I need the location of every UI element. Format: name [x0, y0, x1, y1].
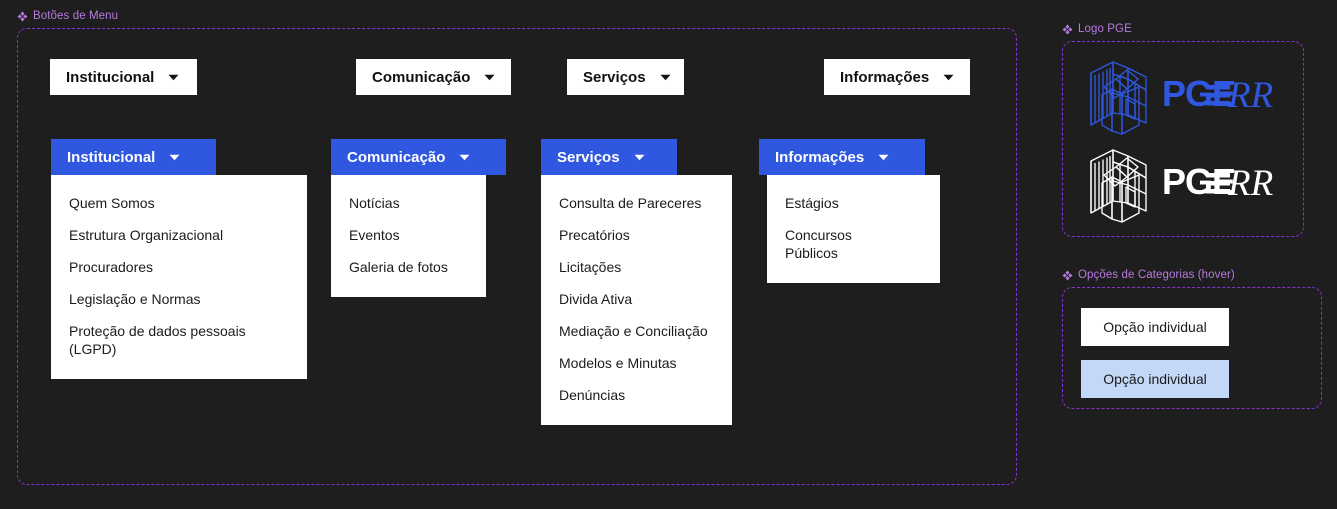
dropdown-item[interactable]: Divida Ativa — [559, 291, 633, 307]
logo-pge-blue: PGE RR — [1082, 57, 1280, 140]
dropdown-panel-institucional: Quem Somos Estrutura Organizacional Proc… — [51, 175, 307, 379]
dropdown-header-label: Institucional — [67, 148, 156, 166]
dropdown-item[interactable]: Modelos e Minutas — [559, 355, 677, 371]
dropdown-institucional: Institucional Quem Somos Estrutura Organ… — [51, 139, 307, 379]
chevron-down-icon — [484, 74, 495, 81]
svg-text:RR: RR — [1227, 75, 1273, 116]
menu-button-informacoes[interactable]: Informações — [824, 59, 970, 95]
dropdown-item[interactable]: Consulta de Pareceres — [559, 195, 702, 211]
menu-button-label: Serviços — [583, 68, 646, 86]
menu-button-label: Institucional — [66, 68, 155, 86]
frame-menu-buttons — [17, 28, 1017, 485]
dropdown-header-label: Serviços — [557, 148, 620, 166]
chevron-down-icon — [634, 154, 645, 161]
frame-label-category-options: Opções de Categorias (hover) — [1062, 268, 1235, 282]
dropdown-header-informacoes[interactable]: Informações — [759, 139, 925, 175]
pge-building-icon — [1082, 57, 1156, 140]
category-option-label: Opção individual — [1103, 371, 1207, 387]
chevron-down-icon — [459, 154, 470, 161]
chevron-down-icon — [943, 74, 954, 81]
dropdown-item[interactable]: Galeria de fotos — [349, 259, 448, 275]
category-option-label: Opção individual — [1103, 319, 1207, 335]
dropdown-item[interactable]: Mediação e Conciliação — [559, 323, 708, 339]
dropdown-header-servicos[interactable]: Serviços — [541, 139, 677, 175]
dropdown-comunicacao: Comunicação Notícias Eventos Galeria de … — [331, 139, 506, 297]
frame-category-options — [1062, 287, 1322, 409]
component-diamond-icon — [17, 11, 28, 22]
dropdown-header-label: Informações — [775, 148, 865, 166]
dropdown-item[interactable]: Licitações — [559, 259, 622, 275]
dropdown-item[interactable]: Eventos — [349, 227, 400, 243]
dropdown-item[interactable]: Concursos Públicos — [785, 227, 852, 261]
menu-button-label: Comunicação — [372, 68, 471, 86]
menu-button-servicos[interactable]: Serviços — [567, 59, 684, 95]
dropdown-item[interactable]: Precatórios — [559, 227, 630, 243]
menu-button-comunicacao[interactable]: Comunicação — [356, 59, 511, 95]
dropdown-panel-comunicacao: Notícias Eventos Galeria de fotos — [331, 175, 486, 297]
frame-label-logo-pge: Logo PGE — [1062, 22, 1132, 36]
dropdown-panel-informacoes: Estágios Concursos Públicos — [767, 175, 940, 283]
dropdown-item[interactable]: Denúncias — [559, 387, 626, 403]
dropdown-panel-servicos: Consulta de Pareceres Precatórios Licita… — [541, 175, 732, 425]
dropdown-item[interactable]: Quem Somos — [69, 195, 155, 211]
dropdown-item[interactable]: Notícias — [349, 195, 400, 211]
logo-wordmark-white: PGE RR — [1162, 160, 1280, 213]
category-option-hover[interactable]: Opção individual — [1081, 360, 1229, 398]
dropdown-item[interactable]: Estágios — [785, 195, 839, 211]
chevron-down-icon — [168, 74, 179, 81]
logo-wordmark-blue: PGE RR — [1162, 72, 1280, 125]
component-diamond-icon — [1062, 24, 1073, 35]
logo-pge-white: PGE RR — [1082, 145, 1280, 228]
menu-button-institucional[interactable]: Institucional — [50, 59, 197, 95]
dropdown-item[interactable]: Proteção de dados pessoais (LGPD) — [69, 323, 246, 357]
pge-building-icon — [1082, 145, 1156, 228]
component-diamond-icon — [1062, 270, 1073, 281]
dropdown-item[interactable]: Procuradores — [69, 259, 154, 275]
chevron-down-icon — [878, 154, 889, 161]
dropdown-header-comunicacao[interactable]: Comunicação — [331, 139, 506, 175]
dropdown-item[interactable]: Legislação e Normas — [69, 291, 201, 307]
frame-label-text: Botões de Menu — [33, 10, 119, 22]
svg-text:RR: RR — [1227, 163, 1273, 204]
chevron-down-icon — [660, 74, 671, 81]
dropdown-header-institucional[interactable]: Institucional — [51, 139, 216, 175]
category-option-normal[interactable]: Opção individual — [1081, 308, 1229, 346]
chevron-down-icon — [169, 154, 180, 161]
frame-label-menu-buttons: Botões de Menu — [17, 9, 118, 23]
dropdown-item[interactable]: Estrutura Organizacional — [69, 227, 224, 243]
dropdown-servicos: Serviços Consulta de Pareceres Precatóri… — [541, 139, 732, 425]
frame-logo-pge — [1062, 41, 1304, 237]
menu-button-label: Informações — [840, 68, 930, 86]
dropdown-informacoes: Informações Estágios Concursos Públicos — [759, 139, 940, 283]
frame-label-text: Logo PGE — [1078, 23, 1132, 35]
frame-label-text: Opções de Categorias (hover) — [1078, 269, 1235, 281]
dropdown-header-label: Comunicação — [347, 148, 446, 166]
